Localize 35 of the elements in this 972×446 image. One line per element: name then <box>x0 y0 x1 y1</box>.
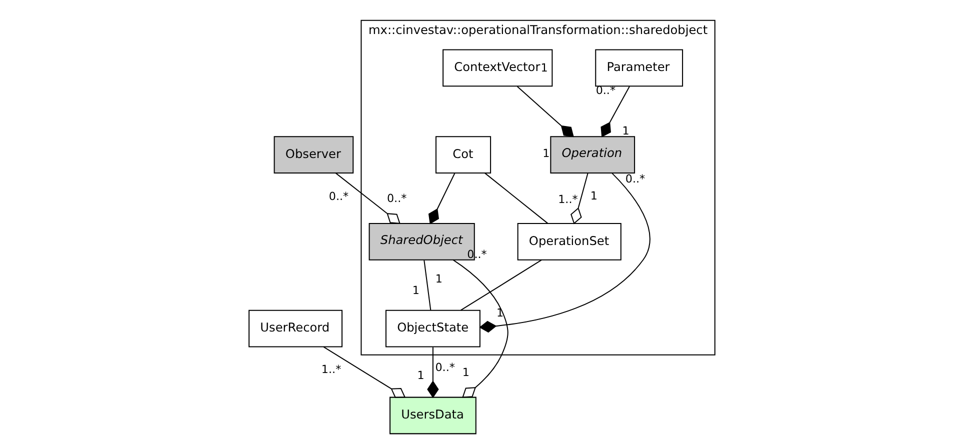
label: 0..* <box>328 190 349 204</box>
label: 1..* <box>558 192 578 206</box>
label: 0..* <box>625 172 646 186</box>
node-box: Parameter <box>595 49 684 87</box>
connector <box>427 347 439 398</box>
node-box: Observer <box>274 136 354 174</box>
label: 1 <box>542 147 550 160</box>
node-box: Cot <box>435 136 492 174</box>
label: 0..* <box>435 361 455 374</box>
connector <box>570 173 588 224</box>
connector <box>479 172 650 333</box>
node-box: ObjectState <box>385 310 480 348</box>
label: 1 <box>540 62 548 75</box>
connector <box>484 172 548 224</box>
node-box: OperationSet <box>517 223 622 260</box>
node-box: UsersData <box>390 396 476 434</box>
connector <box>323 346 406 398</box>
label: 1 <box>417 369 424 382</box>
connector <box>428 173 456 224</box>
label: 1 <box>462 366 470 380</box>
connector <box>600 86 630 138</box>
label: 1 <box>435 272 442 286</box>
label: 1 <box>412 284 420 297</box>
connector <box>460 260 542 311</box>
node-box: UserRecord <box>248 310 342 348</box>
node-box: Operation <box>550 136 636 174</box>
connector <box>424 260 432 310</box>
connector <box>452 260 508 398</box>
label: 1 <box>590 190 598 203</box>
label: 1 <box>622 124 630 138</box>
connector <box>336 172 400 224</box>
label: 1..* <box>321 362 342 376</box>
label: 1 <box>496 306 504 320</box>
connector <box>516 86 574 138</box>
label: 0..* <box>386 192 407 206</box>
